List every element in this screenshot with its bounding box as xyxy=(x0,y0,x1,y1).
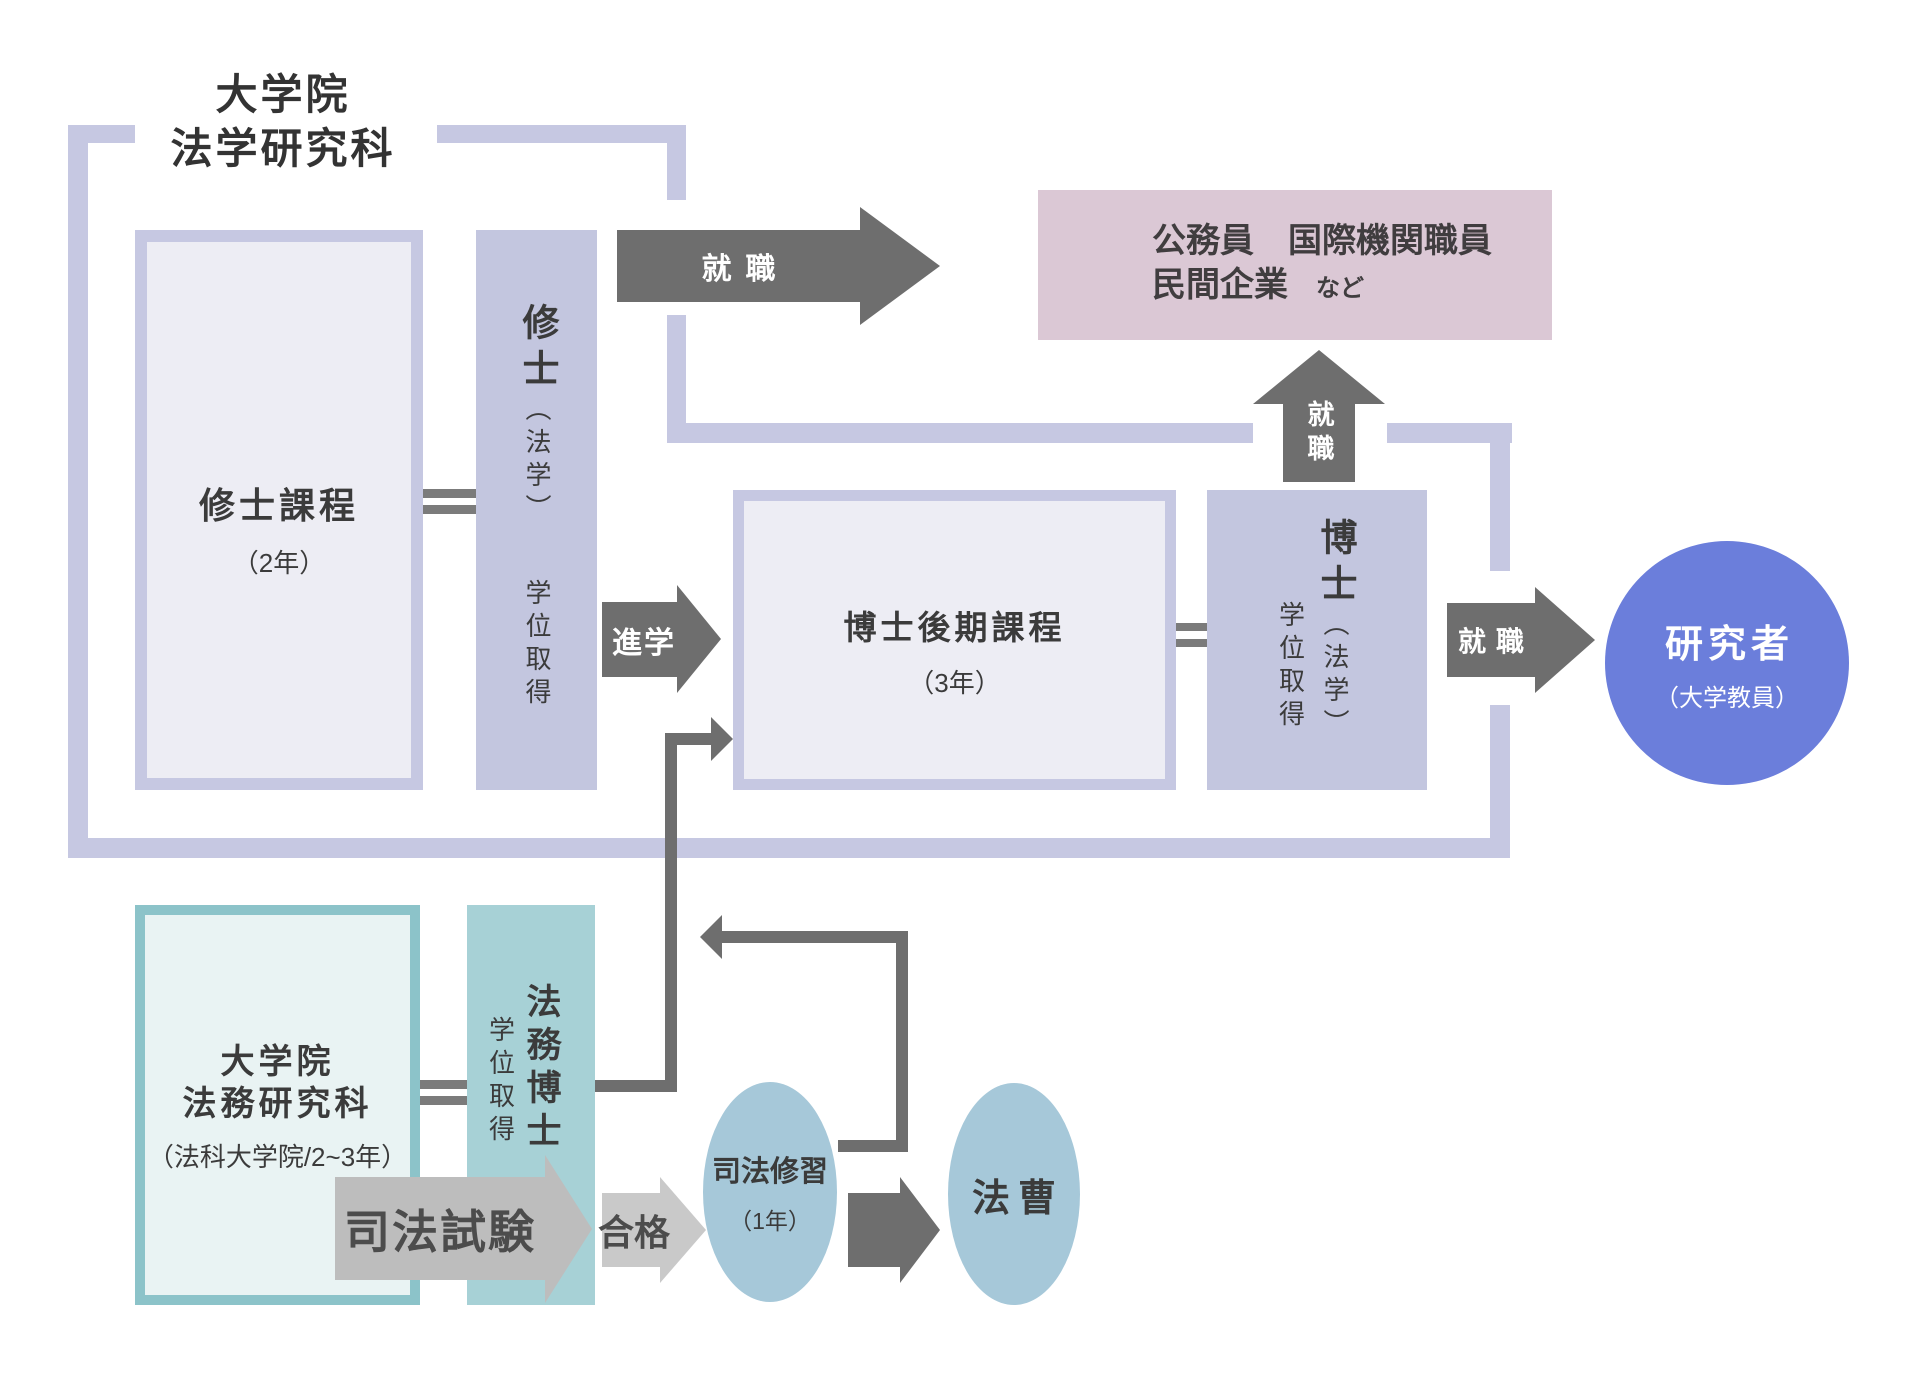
to-legal-arrow-body xyxy=(848,1193,900,1267)
bar-exam-arrow-head xyxy=(545,1155,592,1303)
masters-course-box: 修士課程 （2年） xyxy=(135,230,423,790)
pipe-down-upper xyxy=(667,143,686,200)
frame-bottom-edge xyxy=(68,838,1510,858)
judicial-training-years: （1年） xyxy=(729,1208,811,1234)
doctoral-course-title: 博士後期課程 xyxy=(843,609,1066,646)
pipe-right-lower xyxy=(1490,705,1510,858)
employer-line2-text: 民間企業 xyxy=(1152,266,1288,304)
lawschool-years: （法科大学院/2~3年） xyxy=(147,1142,408,1172)
advance-arrow-body xyxy=(602,602,677,677)
page-title-line2: 法学研究科 xyxy=(170,125,396,172)
doctoral-connector-bottom xyxy=(1176,639,1207,647)
riser-top-stub xyxy=(671,733,711,745)
employment-top-arrow-head xyxy=(860,207,940,325)
employment-right-arrow-body xyxy=(1447,603,1535,677)
employment-top-arrow-label: 就職 xyxy=(617,230,860,302)
masters-course-title: 修士課程 xyxy=(198,485,359,526)
doctoral-course-box: 博士後期課程 （3年） xyxy=(733,490,1176,790)
advance-arrow-head xyxy=(677,585,721,693)
pass-arrow-body xyxy=(602,1193,660,1267)
doctoral-degree-text-right: 博士（法学） xyxy=(1308,518,1362,742)
pipe-right-upper xyxy=(1490,443,1510,571)
employer-note: など xyxy=(1316,275,1364,302)
bar-exam-arrow-body xyxy=(335,1177,545,1280)
employment-up-arrow-head xyxy=(1253,350,1385,404)
employer-line1-text: 公務員 国際機関職員 xyxy=(1152,222,1492,260)
lawdegree-text-left: 学位取得 xyxy=(483,1016,520,1148)
employment-top-arrow-body xyxy=(617,230,860,302)
employer-line1: 公務員 国際機関職員 xyxy=(1152,219,1552,263)
masters-connector-bottom xyxy=(423,505,476,514)
employer-box: 公務員 国際機関職員 民間企業 など xyxy=(1038,190,1552,340)
lawdegree-attain: 学位取得 xyxy=(485,1016,516,1148)
masters-course-years: （2年） xyxy=(232,548,326,578)
researcher-title: 研究者 xyxy=(1664,624,1794,666)
riser-line xyxy=(665,733,677,1092)
masters-connector-top xyxy=(423,489,476,498)
employer-line2: 民間企業 など xyxy=(1152,263,1552,311)
advance-arrow-text: 進学 xyxy=(612,626,676,660)
pass-arrow-head xyxy=(660,1177,706,1283)
advance-arrow-label: 進学 xyxy=(596,602,692,677)
lawschool-connector-bottom xyxy=(420,1096,467,1105)
employment-right-arrow-head xyxy=(1535,587,1595,693)
researcher-subtitle: （大学教員） xyxy=(1655,685,1799,712)
masters-degree-name: 修士 xyxy=(517,303,558,395)
lawdegree-line xyxy=(595,1080,677,1092)
loop-arrow-head xyxy=(700,915,722,959)
lawschool-title1: 大学院 xyxy=(220,1043,335,1081)
frame-left-edge xyxy=(68,125,88,858)
doctoral-degree-attain: 学位取得 xyxy=(1275,601,1306,733)
masters-degree-attain: 学位取得 xyxy=(522,579,552,711)
bar-exam-arrow-text: 司法試験 xyxy=(344,1205,536,1258)
loop-vertical xyxy=(896,931,908,1152)
doctoral-degree-field: （法学） xyxy=(1320,610,1350,742)
loop-bottom-stub xyxy=(838,1140,908,1152)
employment-up-arrow-text: 就職 xyxy=(1303,400,1334,468)
judicial-training-circle: 司法修習 （1年） xyxy=(703,1082,837,1302)
pipe-mid-left xyxy=(667,423,1253,443)
lawschool-connector-top xyxy=(420,1080,467,1089)
pass-arrow-label: 合格 xyxy=(596,1193,672,1267)
masters-degree-field: （法学） xyxy=(522,395,552,527)
doctoral-degree-text-left: 学位取得 xyxy=(1273,601,1310,733)
masters-degree-text: 修士（法学） 学位取得 xyxy=(510,303,564,711)
page-title: 大学院 法学研究科 xyxy=(133,68,433,176)
lawschool-title2: 法務研究科 xyxy=(182,1085,373,1123)
pipe-mid-right xyxy=(1387,423,1512,443)
page-title-line1: 大学院 xyxy=(215,71,351,118)
doctoral-degree-name: 博士 xyxy=(1315,518,1356,610)
doctoral-degree-bar xyxy=(1207,490,1427,790)
legal-profession-title: 法曹 xyxy=(971,1177,1064,1220)
lawdegree-text-right: 法務博士 xyxy=(516,983,567,1155)
pipe-down-lower xyxy=(667,315,686,443)
doctoral-connector-top xyxy=(1176,623,1207,631)
bar-exam-arrow-label: 司法試験 xyxy=(335,1177,545,1280)
frame-top-left xyxy=(68,125,135,143)
employment-up-arrow-body xyxy=(1283,404,1355,482)
employment-right-arrow-label: 就職 xyxy=(1443,603,1539,677)
loop-horizontal xyxy=(716,931,908,943)
judicial-training-title: 司法修習 xyxy=(711,1156,828,1188)
researcher-circle: 研究者 （大学教員） xyxy=(1605,541,1849,785)
employment-up-arrow-label: 就職 xyxy=(1300,400,1339,468)
frame-top-right xyxy=(437,125,686,143)
riser-arrow-head xyxy=(711,717,733,761)
pass-arrow-text: 合格 xyxy=(597,1212,670,1253)
doctoral-course-years: （3年） xyxy=(908,668,1001,698)
employment-right-arrow-text: 就職 xyxy=(1457,626,1534,657)
legal-profession-circle: 法曹 xyxy=(948,1083,1080,1305)
masters-degree-bar xyxy=(476,230,597,790)
to-legal-arrow-head xyxy=(900,1177,940,1283)
employment-top-arrow-text: 就職 xyxy=(701,253,790,286)
lawdegree-name: 法務博士 xyxy=(521,983,561,1155)
